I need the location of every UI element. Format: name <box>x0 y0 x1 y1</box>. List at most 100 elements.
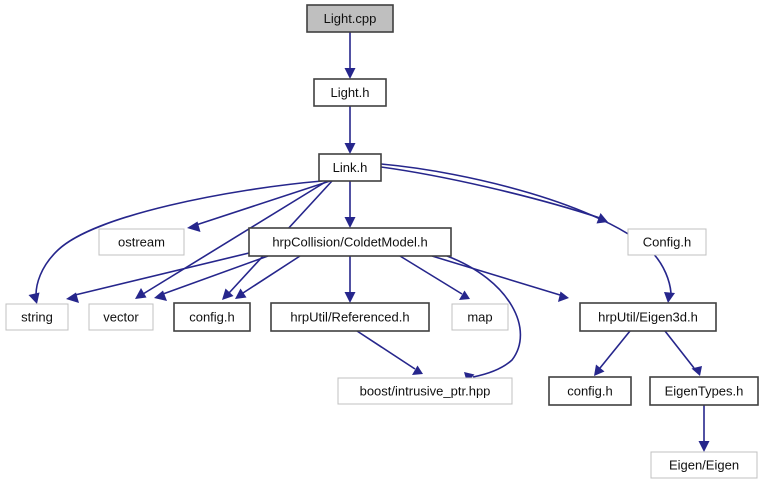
arrowhead-icon <box>154 290 167 301</box>
node-config_h_upper[interactable]: Config.h <box>627 228 707 256</box>
node-box[interactable] <box>270 302 430 332</box>
node-box[interactable] <box>248 227 452 257</box>
edge-line <box>399 255 463 295</box>
node-eigen3d_h[interactable]: hrpUtil/Eigen3d.h <box>579 302 717 332</box>
edge-line <box>35 180 323 296</box>
edge-line <box>142 180 328 295</box>
edge-eigentypes_h-to-eigen_eigen <box>698 405 710 452</box>
node-label: ostream <box>118 234 165 249</box>
node-box[interactable] <box>318 153 382 182</box>
edge-light_h-to-link_h <box>344 106 356 154</box>
node-label: Link.h <box>333 160 368 175</box>
node-box[interactable] <box>650 451 758 479</box>
edge-link_h-to-coldetmodel_h <box>344 181 356 228</box>
node-box[interactable] <box>313 78 387 107</box>
arrowhead-icon <box>235 288 247 299</box>
node-box[interactable] <box>627 228 707 256</box>
node-label: EigenTypes.h <box>665 383 744 398</box>
node-box[interactable] <box>649 376 759 406</box>
arrowhead-icon <box>691 366 702 376</box>
arrowhead-icon <box>412 365 423 375</box>
node-ostream[interactable]: ostream <box>98 228 185 256</box>
arrowhead-icon <box>344 217 356 228</box>
node-referenced_h[interactable]: hrpUtil/Referenced.h <box>270 302 430 332</box>
edge-coldetmodel_h-to-referenced_h <box>344 256 356 303</box>
node-label: string <box>21 309 53 324</box>
edge-link_h-to-eigen3d_h <box>380 163 675 303</box>
edge-line <box>431 255 561 296</box>
node-string[interactable]: string <box>5 303 69 331</box>
node-box[interactable] <box>548 376 632 406</box>
node-box[interactable] <box>5 303 69 331</box>
edge-line <box>195 180 331 226</box>
node-box[interactable] <box>88 303 154 331</box>
node-eigentypes_h[interactable]: EigenTypes.h <box>649 376 759 406</box>
arrowhead-icon <box>594 364 605 376</box>
edge-eigen3d_h-to-eigentypes_h <box>664 330 702 376</box>
edge-line <box>74 252 250 296</box>
edge-referenced_h-to-intrusive_ptr <box>356 330 423 375</box>
arrowhead-icon <box>187 221 201 232</box>
node-label: config.h <box>189 309 235 324</box>
node-eigen_eigen[interactable]: Eigen/Eigen <box>650 451 758 479</box>
edge-line <box>599 330 631 369</box>
node-label: map <box>467 309 492 324</box>
node-label: boost/intrusive_ptr.hpp <box>360 383 491 398</box>
edge-line <box>162 255 269 295</box>
node-light_cpp[interactable]: Light.cpp <box>306 4 394 33</box>
arrowhead-icon <box>66 292 79 303</box>
arrowhead-icon <box>344 143 356 154</box>
node-label: Config.h <box>643 234 691 249</box>
node-box[interactable] <box>173 302 251 332</box>
node-box[interactable] <box>337 377 513 405</box>
edge-coldetmodel_h-to-eigen3d_h <box>431 255 569 302</box>
node-intrusive_ptr[interactable]: boost/intrusive_ptr.hpp <box>337 377 513 405</box>
arrowhead-icon <box>135 288 147 299</box>
node-label: Eigen/Eigen <box>669 457 739 472</box>
arrowhead-icon <box>698 441 710 452</box>
arrowhead-icon <box>664 292 675 303</box>
node-light_h[interactable]: Light.h <box>313 78 387 107</box>
edge-line <box>356 330 416 370</box>
node-box[interactable] <box>98 228 185 256</box>
node-label: Light.h <box>330 85 369 100</box>
arrowhead-icon <box>459 290 470 300</box>
edge-line <box>446 255 522 378</box>
node-label: config.h <box>567 383 613 398</box>
node-config_h_left[interactable]: config.h <box>173 302 251 332</box>
edge-line <box>380 163 672 294</box>
arrowhead-icon <box>222 288 234 300</box>
edge-light_cpp-to-light_h <box>344 32 356 79</box>
node-map[interactable]: map <box>451 303 509 331</box>
edge-link_h-to-vector <box>135 180 328 299</box>
arrowhead-icon <box>344 68 356 79</box>
edges-layer <box>28 32 710 452</box>
edge-coldetmodel_h-to-vector <box>154 255 269 301</box>
arrowhead-icon <box>558 291 569 302</box>
node-link_h[interactable]: Link.h <box>318 153 382 182</box>
node-box[interactable] <box>451 303 509 331</box>
edge-line <box>664 330 695 369</box>
node-box[interactable] <box>306 4 394 33</box>
edge-coldetmodel_h-to-string <box>66 252 250 303</box>
edge-eigen3d_h-to-config_h_right <box>594 330 631 376</box>
node-label: hrpUtil/Eigen3d.h <box>598 309 698 324</box>
edge-link_h-to-config_h_upper <box>380 166 608 224</box>
node-vector[interactable]: vector <box>88 303 154 331</box>
edge-link_h-to-string <box>28 180 323 304</box>
node-label: vector <box>103 309 139 324</box>
edge-line <box>242 255 301 294</box>
node-coldetmodel_h[interactable]: hrpCollision/ColdetModel.h <box>248 227 452 257</box>
node-config_h_right[interactable]: config.h <box>548 376 632 406</box>
edge-link_h-to-ostream <box>187 180 331 232</box>
edge-coldetmodel_h-to-map <box>399 255 470 300</box>
node-label: hrpCollision/ColdetModel.h <box>272 234 427 249</box>
arrowhead-icon <box>28 292 40 304</box>
node-label: hrpUtil/Referenced.h <box>290 309 409 324</box>
edge-coldetmodel_h-to-config_h_left <box>235 255 301 299</box>
node-label: Light.cpp <box>324 11 377 26</box>
node-box[interactable] <box>579 302 717 332</box>
